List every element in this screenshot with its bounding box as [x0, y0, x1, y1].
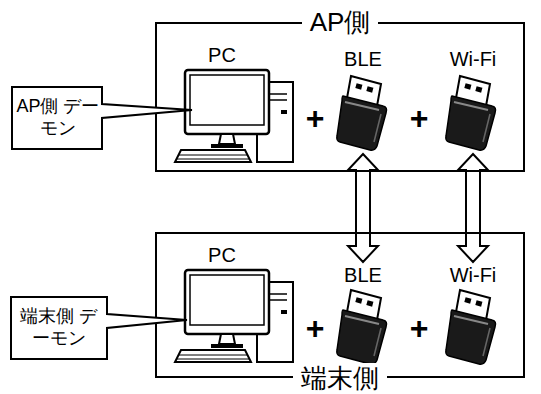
device-label: Wi-Fi [438, 264, 508, 286]
callout-text: 端末側 デーモン [10, 296, 108, 349]
device-label: PC [178, 244, 302, 266]
device-label: BLE [330, 264, 396, 286]
plus-sign: + [300, 102, 330, 134]
device-label: PC [178, 44, 302, 66]
group-box: AP側PCBLEWi-Fi [155, 22, 525, 172]
plus-sign: + [300, 312, 330, 344]
device-node: Wi-Fi [438, 264, 508, 364]
device-node: PC [178, 44, 302, 166]
device-label: Wi-Fi [438, 48, 508, 70]
speech-callout: AP側 デーモン [11, 86, 104, 153]
callout-text: AP側 デーモン [11, 86, 104, 139]
callout-path [11, 297, 187, 359]
device-node: PC [178, 244, 302, 366]
device-label: BLE [330, 48, 396, 70]
group-title-row: AP側 [157, 7, 523, 37]
speech-callout: 端末側 デーモン [10, 296, 108, 363]
plus-sign: + [404, 102, 434, 134]
callout-path [12, 87, 192, 149]
group-box: 端末側PCBLEWi-Fi [155, 232, 525, 378]
group-title: 端末側 [293, 363, 387, 393]
plus-sign: + [404, 312, 434, 344]
group-title: AP側 [302, 7, 379, 37]
group-title-row: 端末側 [157, 363, 523, 393]
device-node: BLE [330, 264, 396, 364]
device-node: Wi-Fi [438, 48, 508, 152]
device-node: BLE [330, 48, 396, 152]
